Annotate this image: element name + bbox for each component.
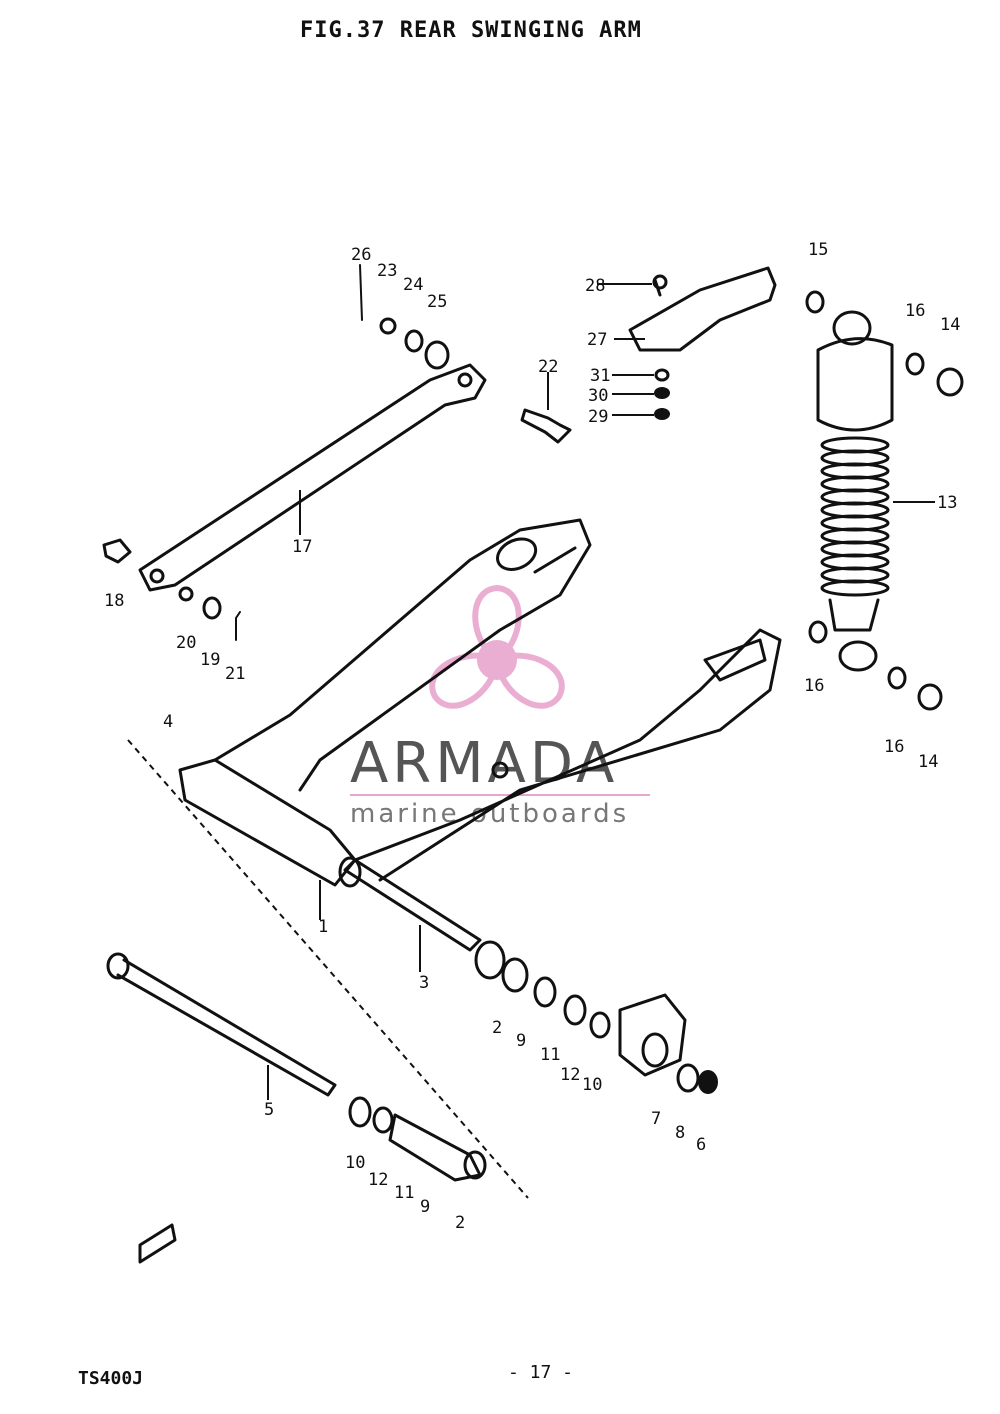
shock-bracket [628, 266, 777, 420]
leader-lines [267, 283, 935, 1100]
callout-1: 1 [318, 917, 328, 937]
callout-7: 7 [651, 1109, 661, 1129]
callout-5: 5 [264, 1100, 274, 1120]
spring-coil [820, 579, 890, 597]
callout-18: 18 [104, 591, 124, 611]
callout-labels: 1 2 2 3 4 5 6 7 8 9 9 10 10 11 11 12 12 … [104, 240, 960, 1233]
callout-15: 15 [808, 240, 828, 260]
pivot-sleeve-assembly [338, 856, 718, 1094]
page-number: - 17 - [508, 1362, 574, 1383]
watermark-brand: ARMADA [350, 731, 618, 796]
callout-8: 8 [675, 1123, 685, 1143]
propeller-blade [472, 584, 522, 664]
callout-9: 9 [516, 1031, 526, 1051]
callout-27: 27 [587, 330, 607, 350]
callout-10: 10 [582, 1075, 602, 1095]
torque-link [138, 363, 487, 592]
callout-30: 30 [588, 386, 608, 406]
callout-3: 3 [419, 973, 429, 993]
callout-12-lower: 12 [368, 1170, 388, 1190]
callout-10-lower: 10 [345, 1153, 365, 1173]
propeller-blade [429, 652, 501, 709]
pivot-bolt [106, 952, 487, 1182]
callout-11-lower: 11 [394, 1183, 414, 1203]
callout-17: 17 [292, 537, 312, 557]
callout-14-lower: 14 [918, 752, 938, 772]
callout-14: 14 [940, 315, 960, 335]
callout-19: 19 [200, 650, 220, 670]
callout-16-lower: 16 [884, 737, 904, 757]
callout-25: 25 [427, 292, 447, 312]
callout-2-lower: 2 [455, 1213, 465, 1233]
callout-24: 24 [403, 275, 423, 295]
callout-12: 12 [560, 1065, 580, 1085]
callout-22: 22 [538, 357, 558, 377]
callout-28: 28 [585, 276, 605, 296]
callout-6: 6 [696, 1135, 706, 1155]
callout-26: 26 [351, 245, 371, 265]
callout-29: 29 [588, 407, 608, 427]
watermark-tagline: marine outboards [350, 799, 629, 829]
callout-16-mid: 16 [804, 676, 824, 696]
callout-21: 21 [225, 664, 245, 684]
propeller-blade [493, 652, 565, 709]
tag-label-icon [138, 1223, 177, 1264]
small-hardware [102, 264, 572, 641]
page-title: FIG.37 REAR SWINGING ARM [300, 18, 642, 43]
propeller-icon [429, 584, 565, 709]
callout-2: 2 [492, 1018, 502, 1038]
callout-16: 16 [905, 301, 925, 321]
callout-11: 11 [540, 1045, 560, 1065]
callout-23: 23 [377, 261, 397, 281]
callout-9-lower: 9 [420, 1197, 430, 1217]
rear-shock-absorber [805, 290, 964, 711]
callout-31: 31 [590, 366, 610, 386]
model-code: TS400J [78, 1368, 144, 1389]
callout-20: 20 [176, 633, 196, 653]
callout-4: 4 [163, 712, 173, 732]
swing-arm [178, 518, 782, 887]
callout-13: 13 [937, 493, 957, 513]
